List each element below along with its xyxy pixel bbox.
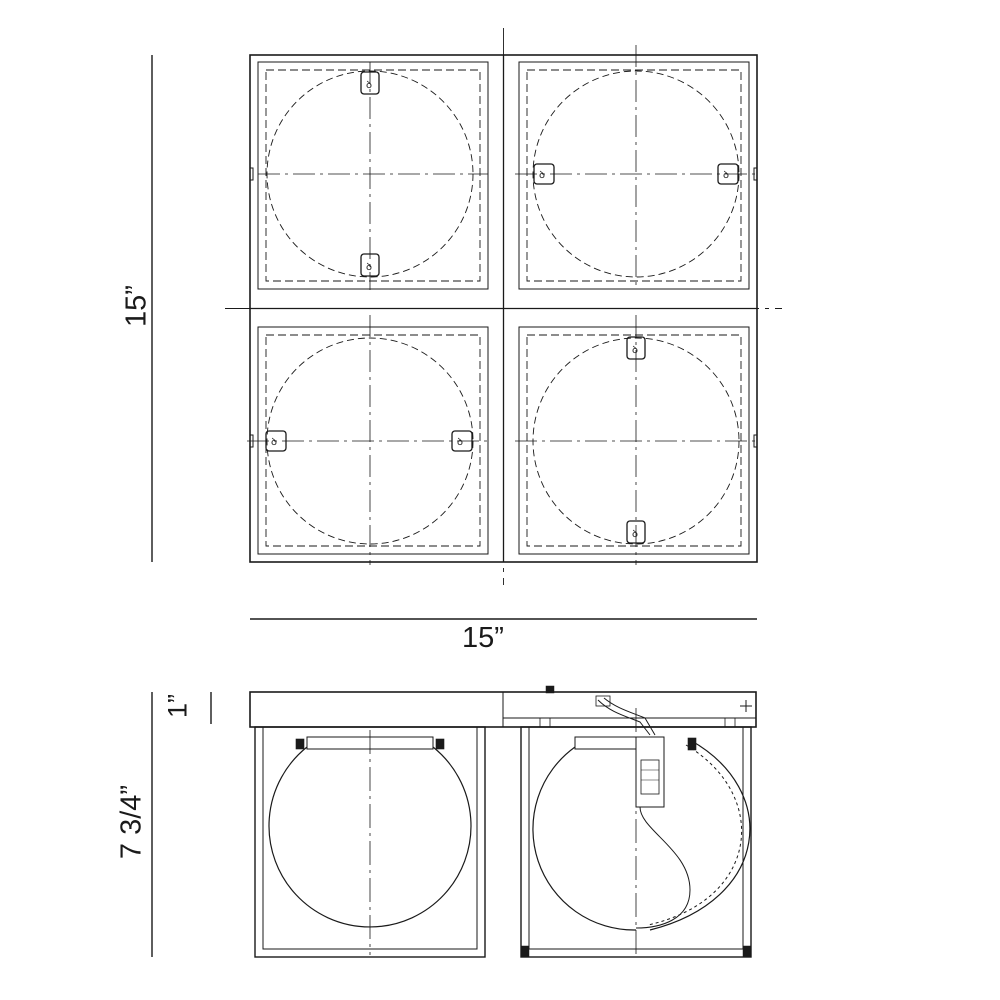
elevation-exterior: [254, 726, 486, 958]
svg-text:ꝺ: ꝺ: [366, 262, 372, 273]
mounting-clip: ꝺ: [265, 430, 287, 452]
svg-text:ꝺ: ꝺ: [723, 170, 729, 181]
svg-text:ꝺ: ꝺ: [632, 529, 638, 540]
svg-text:ꝺ: ꝺ: [366, 80, 372, 91]
mounting-clip: ꝺ: [626, 336, 646, 360]
elevation-view: [249, 685, 757, 958]
mounting-clip: ꝺ: [451, 430, 473, 452]
svg-text:ꝺ: ꝺ: [632, 345, 638, 356]
mounting-clip: ꝺ: [533, 163, 555, 185]
plan-cell-bottom-right: ꝺ ꝺ: [515, 315, 760, 565]
lamp-socket: [635, 736, 665, 808]
plan-view: ꝺ ꝺ ꝺ ꝺ ꝺ: [225, 28, 782, 585]
mounting-clip: ꝺ: [626, 520, 646, 544]
mounting-clip: ꝺ: [360, 71, 380, 95]
svg-text:ꝺ: ꝺ: [539, 170, 545, 181]
dimension-label-width: 15”: [462, 622, 504, 654]
svg-text:ꝺ: ꝺ: [271, 437, 277, 448]
plan-cell-top-right: ꝺ ꝺ: [515, 45, 760, 290]
elevation-cutaway: [503, 685, 756, 958]
dimension-label-height: 15”: [120, 285, 153, 327]
svg-text:ꝺ: ꝺ: [457, 437, 463, 448]
dimension-label-fixture-height: 7 3/4”: [115, 784, 148, 860]
lamp-bulb: [635, 806, 691, 929]
mounting-clip: ꝺ: [717, 163, 739, 185]
plan-cell-top-left: ꝺ ꝺ: [250, 61, 489, 290]
plan-cell-bottom-left: ꝺ ꝺ: [247, 315, 490, 565]
dimension-label-canopy: 1”: [162, 693, 193, 719]
mounting-clip: ꝺ: [360, 253, 380, 277]
